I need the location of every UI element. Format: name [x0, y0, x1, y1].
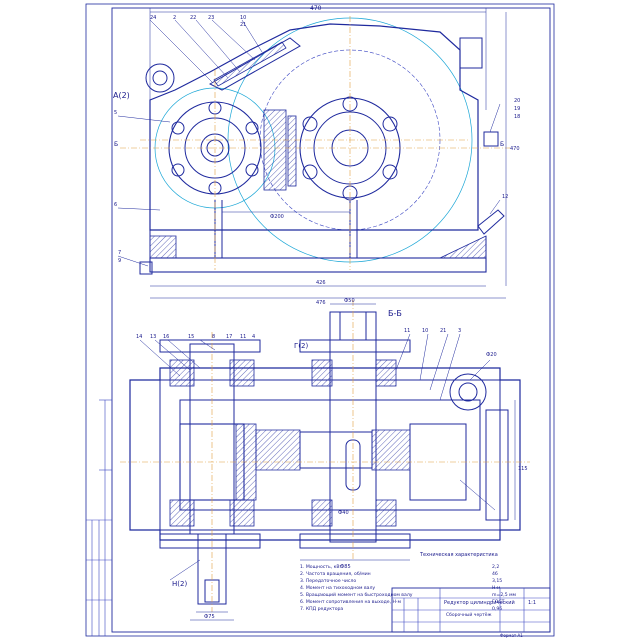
- svg-text:11: 11: [404, 328, 410, 334]
- section-callouts-left: 14 13 16 15 8 17 11 4: [136, 334, 255, 340]
- svg-text:6. Момент сопротивления на вых: 6. Момент сопротивления на выходе, Н·м: [300, 599, 401, 605]
- svg-text:3. Передаточное число: 3. Передаточное число: [300, 578, 356, 584]
- base-width2-dim: 476: [316, 300, 326, 306]
- svg-text:2: 2: [173, 15, 176, 21]
- svg-text:0,96: 0,96: [492, 606, 502, 612]
- tech-spec-title: Техническая характеристика: [419, 552, 498, 558]
- svg-text:24: 24: [150, 15, 156, 21]
- outer-frame: [85, 3, 555, 637]
- svg-text:m=2,5 мм: m=2,5 мм: [492, 592, 517, 598]
- svg-text:Ф40: Ф40: [338, 510, 349, 516]
- top-view: [117, 8, 510, 299]
- svg-text:1. Мощность, кВт: 1. Мощность, кВт: [300, 564, 343, 570]
- base-width-dim: 426: [316, 280, 326, 286]
- sheet-format: Формат А1: [500, 633, 523, 638]
- svg-text:9: 9: [118, 258, 121, 264]
- svg-text:5: 5: [114, 110, 117, 116]
- section-title: Б-Б: [388, 309, 402, 318]
- svg-text:6: 6: [114, 202, 117, 208]
- svg-text:14: 14: [136, 334, 142, 340]
- svg-text:10: 10: [240, 15, 246, 21]
- left-margin-strips: [86, 399, 112, 636]
- inner-frame: [111, 7, 551, 633]
- svg-text:10: 10: [422, 328, 428, 334]
- svg-text:8: 8: [212, 334, 215, 340]
- svg-text:Ф20: Ф20: [486, 352, 497, 358]
- drawing-name: Редуктор цилиндрический: [444, 599, 515, 606]
- section-bottom-dims: Ф40 Ф85 Ф75: [204, 510, 351, 620]
- svg-text:16: 16: [163, 334, 169, 340]
- view-label-a: A(2): [113, 91, 130, 100]
- svg-text:7: 7: [118, 250, 121, 256]
- svg-text:3,15: 3,15: [492, 578, 502, 584]
- top-callouts: 24 2 22 23 10 21 5 6 20 19 18 7 9 12: [114, 15, 520, 264]
- section-view: [120, 300, 530, 621]
- center-distance-dim: Ф200: [270, 214, 284, 220]
- svg-text:Ф75: Ф75: [204, 614, 215, 620]
- svg-text:4: 4: [252, 334, 255, 340]
- svg-text:7. КПД редуктора: 7. КПД редуктора: [300, 606, 343, 612]
- height-dim: 470: [510, 146, 520, 152]
- svg-text:23: 23: [208, 15, 214, 21]
- section-mark-b-right: Б: [500, 141, 504, 148]
- title-block: Редуктор цилиндрический Сборочный чертёж…: [391, 587, 551, 638]
- svg-text:12: 12: [502, 194, 508, 200]
- svg-text:15: 15: [188, 334, 194, 340]
- svg-text:2,2: 2,2: [492, 564, 499, 570]
- svg-text:19: 19: [514, 106, 520, 112]
- svg-text:11: 11: [240, 334, 246, 340]
- base-plate: [149, 257, 487, 273]
- svg-text:3: 3: [458, 328, 461, 334]
- tech-spec-notes: Техническая характеристика 1. Мощность, …: [300, 552, 517, 612]
- svg-text:20: 20: [514, 98, 520, 104]
- overall-width-dim: 470: [310, 5, 322, 12]
- svg-text:2. Частота вращения, об/мин: 2. Частота вращения, об/мин: [300, 571, 371, 577]
- top-shaft-dim: Ф50: [344, 298, 355, 304]
- housing-outline: [149, 23, 479, 231]
- svg-text:18: 18: [514, 114, 520, 120]
- svg-text:17: 17: [226, 334, 232, 340]
- section-callouts-right: 11 10 21 3 Ф20: [404, 328, 497, 358]
- svg-text:13: 13: [150, 334, 156, 340]
- svg-text:21: 21: [240, 22, 246, 28]
- view-label-h: Н(2): [172, 580, 187, 588]
- side-dim: 115: [518, 466, 528, 472]
- view-label-g: Г(2): [294, 342, 308, 350]
- drawing-subtitle: Сборочный чертёж: [446, 611, 492, 618]
- svg-text:22: 22: [190, 15, 196, 21]
- svg-text:46: 46: [492, 571, 498, 577]
- svg-text:ГОСТ: ГОСТ: [492, 599, 505, 605]
- svg-text:Ф85: Ф85: [340, 564, 351, 570]
- svg-text:4. Момент на тихоходном валу: 4. Момент на тихоходном валу: [300, 585, 375, 591]
- drawing-scale: 1:1: [528, 600, 536, 606]
- svg-text:5. Вращающий момент на быстрох: 5. Вращающий момент на быстроходном валу: [300, 591, 413, 598]
- section-mark-b-left: Б: [114, 141, 118, 148]
- svg-text:21: 21: [440, 328, 446, 334]
